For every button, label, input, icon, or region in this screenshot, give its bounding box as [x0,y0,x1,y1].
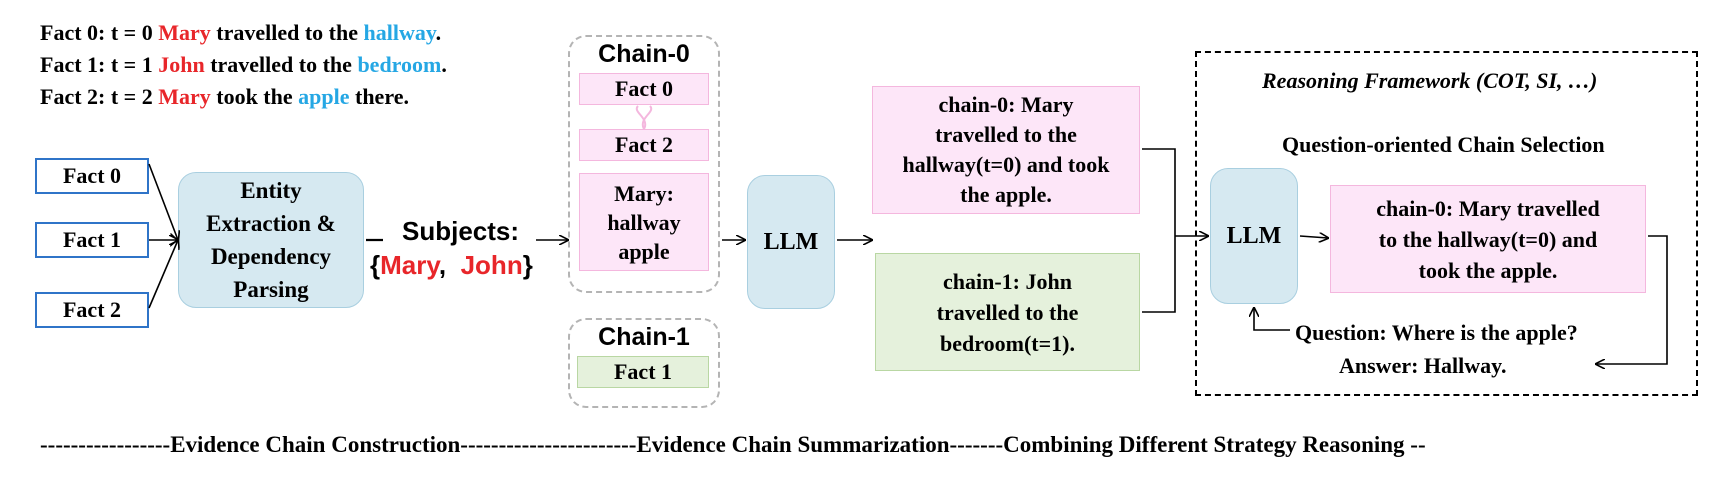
chain-0-group: Chain-0 [568,35,720,293]
fact-entity: Mary [158,20,211,45]
fact-sentence-1: Fact 1: t = 1 John travelled to the bedr… [40,52,447,78]
summary-line: hallway(t=0) and took [902,152,1110,177]
arrow-question-llm [1254,308,1290,331]
fact-middle: took the [210,84,299,109]
link-chain-icon [635,105,653,130]
brace-open: { [370,250,381,280]
arrow-llm-selected [1299,236,1328,238]
selected-chain-line: took the apple. [1418,257,1558,283]
fact-box-1: Fact 1 [35,222,149,258]
answer-text: Answer: Hallway. [1339,353,1507,378]
fact-prefix: Fact 2: t = 2 [40,84,159,109]
arrow-fact0-extraction [148,163,178,240]
chain-selection-title: Question-oriented Chain Selection [1282,132,1605,157]
fact-place: apple [298,84,350,109]
llm-box-reasoning: LLM [1210,168,1298,304]
chain-1-fact-1: Fact 1 [577,356,709,388]
fact-middle: travelled to the [204,52,358,77]
fact-box-0: Fact 0 [35,158,149,194]
chain-0-summary-box: Mary: hallway apple [579,173,709,271]
selected-chain-line: to the hallway(t=0) and [1378,226,1598,252]
entity-extraction-box: Entity Extraction & Dependency Parsing [178,172,364,308]
fact-place: hallway [363,20,436,45]
chain-1-title: Chain-1 [598,323,690,351]
chain-0-summary-entity: Mary: [614,180,674,206]
line-summary0-merge [1142,148,1176,236]
stage-footer: -----------------Evidence Chain Construc… [40,432,1426,457]
selected-chain-card: chain-0: Mary travelled to the hallway(t… [1330,185,1646,293]
fact-suffix: . [435,20,442,45]
fact-place: bedroom [357,52,442,77]
summary-line: bedroom(t=1). [940,330,1075,356]
chain-0-fact-0: Fact 0 [579,73,709,105]
question-text: Question: Where is the apple? [1295,320,1578,345]
fact-sentence-0: Fact 0: t = 0 Mary travelled to the hall… [40,20,441,46]
summary-line: chain-1: John [943,268,1072,294]
subject-entity-mary: Mary [380,250,439,280]
fact-entity: Mary [158,84,211,109]
line-summary1-merge [1142,236,1176,313]
fact-entity: John [158,52,205,77]
reasoning-framework-frame [1195,51,1698,396]
fact-suffix: . [441,52,447,77]
chain-0-title: Chain-0 [598,40,690,68]
summary-line: the apple. [960,182,1052,207]
reasoning-framework-title: Reasoning Framework (COT, SI, …) [1262,68,1598,93]
summary-line: chain-0: Mary [938,92,1074,117]
arrow-fact2-extraction [148,240,178,309]
fact-box-2: Fact 2 [35,292,149,328]
selected-chain-line: chain-0: Mary travelled [1376,195,1600,221]
fact-sentence-2: Fact 2: t = 2 Mary took the apple there. [40,84,409,110]
chain-0-summary-card: chain-0: Mary travelled to the hallway(t… [872,86,1140,214]
subjects-set: {Mary, John} [370,250,533,281]
fact-prefix: Fact 1: t = 1 [40,52,159,77]
fact-suffix: there. [349,84,409,109]
subject-separator: , [438,250,447,280]
chain-0-summary-object: apple [618,238,670,264]
arrow-selected-answer [1596,235,1668,364]
brace-close: } [522,250,533,280]
chain-0-summary-place: hallway [607,209,681,235]
subjects-label: Subjects: [402,216,520,246]
chain-1-group: Chain-1 [568,318,720,408]
chain-1-summary-card: chain-1: John travelled to the bedroom(t… [875,253,1140,371]
subject-entity-john: John [460,250,523,280]
chain-0-fact-2: Fact 2 [579,129,709,161]
summary-line: travelled to the [936,299,1079,325]
summary-line: travelled to the [935,122,1077,147]
llm-box-summarization: LLM [747,175,835,309]
fact-prefix: Fact 0: t = 0 [40,20,159,45]
fact-middle: travelled to the [210,20,364,45]
